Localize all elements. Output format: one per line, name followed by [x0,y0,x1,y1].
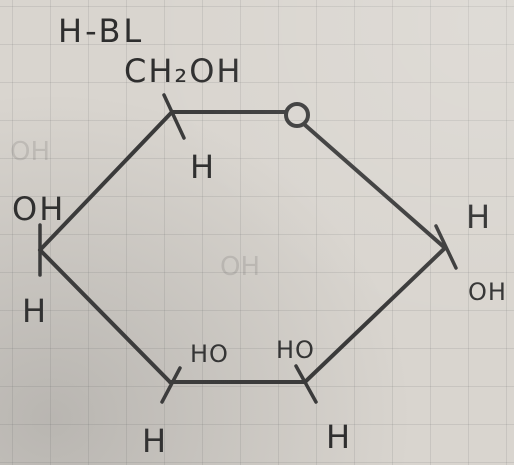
c3-substituent-bond [160,366,182,404]
bond-o-c1 [303,123,447,250]
c1-bottom-label: OH [468,278,507,306]
bleed-through-text: OH [10,137,50,167]
c1-top-label: H [466,198,492,236]
c2-bottom-label: H [326,418,352,456]
bond-c3-c4 [38,248,172,384]
c5-substituent-bond [162,93,186,140]
c5-bottom-label: H [190,148,216,186]
c3-top-label: HO [190,340,229,368]
bleed-through-text: OH [220,252,260,282]
c4-bottom-label: H [22,292,48,330]
c1-substituent-bond [434,224,458,270]
c2-substituent-bond [294,364,318,404]
ring-oxygen-mark [284,102,310,128]
c5-top-label: CH₂OH [124,52,242,90]
bond-c1-c2 [303,246,447,384]
c3-bottom-label: H [142,422,168,460]
title-label: H-BL [58,12,144,50]
c4-top-label: OH [12,190,65,228]
c2-top-label: HO [276,336,315,364]
bond-c4-c5 [38,110,174,252]
